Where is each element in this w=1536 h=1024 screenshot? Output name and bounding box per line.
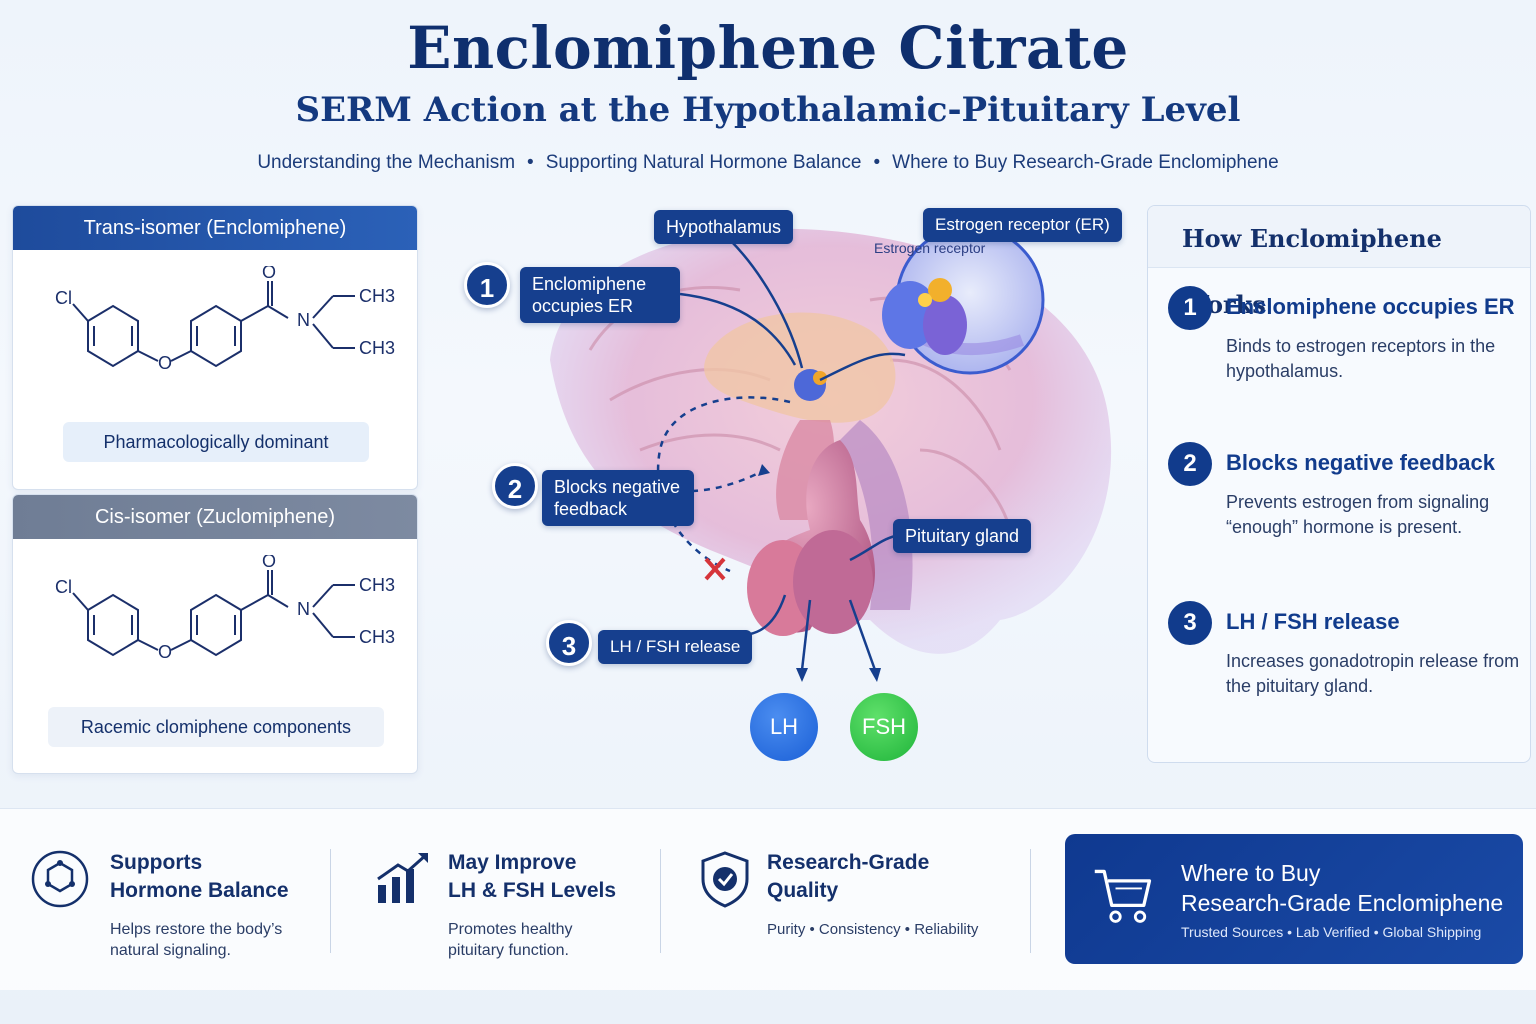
step-2-badge: 2 [492, 463, 538, 509]
feature-hormone-balance: Supports Hormone Balance Helps restore t… [31, 849, 300, 961]
feature-lh-fsh: May Improve LH & FSH Levels Promotes hea… [377, 849, 617, 961]
tagline-item: Where to Buy Research-Grade Enclomiphene [892, 152, 1279, 173]
feature-title: May Improve [448, 851, 577, 874]
step-description: Binds to estrogen receptors in the hypot… [1226, 336, 1496, 381]
step-number: 2 [1168, 442, 1212, 486]
feature-quality: Research-Grade Quality Purity • Consiste… [701, 849, 979, 940]
oxygen-label: O [158, 642, 172, 662]
feature-title: Supports [110, 851, 203, 874]
nitrogen-label: N [297, 599, 310, 619]
callout-step-2: Blocks negative feedback [542, 470, 694, 526]
brain-diagram: Estrogen receptor Hypothalamus Estrogen … [440, 190, 1140, 780]
buy-subtitle: Trusted Sources • Lab Verified • Global … [1181, 924, 1482, 940]
shopping-cart-icon [1094, 869, 1152, 923]
step-1-badge: 1 [464, 262, 510, 308]
tagline-item: Understanding the Mechanism [257, 152, 516, 173]
step-number: 1 [1168, 286, 1212, 330]
lh-hormone: LH [750, 693, 818, 761]
cis-isomer-title: Cis-isomer (Zuclomiphene) [13, 495, 417, 539]
step-title: Enclomiphene occupies ER [1226, 294, 1515, 319]
methyl-label: CH3 [359, 627, 395, 647]
cis-isomer-note: Racemic clomiphene components [48, 707, 384, 747]
step-title: Blocks negative feedback [1226, 450, 1496, 475]
buy-title-line: Research-Grade Enclomiphene [1181, 890, 1504, 916]
brain-illustration: Estrogen receptor [550, 225, 1112, 682]
chlorine-label: Cl [55, 288, 72, 308]
where-to-buy-button[interactable]: Where to Buy Research-Grade Enclomiphene… [1065, 834, 1523, 964]
divider [330, 849, 331, 953]
cis-isomer-card: Cis-isomer (Zuclomiphene) Cl O O N CH3 C… [12, 494, 418, 774]
step-description: Prevents estrogen from signaling “enough… [1226, 492, 1490, 537]
shield-check-icon [701, 851, 749, 908]
chlorine-label: Cl [55, 577, 72, 597]
page-subtitle: SERM Action at the Hypothalamic-Pituitar… [295, 90, 1241, 130]
callout-hypothalamus: Hypothalamus [654, 210, 794, 244]
trans-isomer-card: Trans-isomer (Enclomiphene) Cl O O N CH3… [12, 205, 418, 490]
feature-description: Promotes healthy pituitary function. [448, 921, 573, 959]
feature-title: Hormone Balance [110, 879, 289, 902]
feature-title: Quality [767, 879, 839, 902]
feature-title: LH & FSH Levels [448, 879, 617, 902]
inset-label: Estrogen receptor [874, 240, 986, 256]
methyl-label: CH3 [359, 575, 395, 595]
callout-pituitary: Pituitary gland [893, 519, 1032, 553]
trans-isomer-title: Trans-isomer (Enclomiphene) [13, 206, 417, 250]
feature-description: Purity • Consistency • Reliability [767, 921, 979, 938]
tagline: Understanding the Mechanism • Supporting N… [0, 152, 1536, 174]
feature-description: Helps restore the body’s natural signali… [110, 921, 283, 959]
callout-step-3: LH / FSH release [598, 630, 753, 664]
enclomiphene-structure: Cl O O N CH3 CH3 [55, 266, 395, 373]
carbonyl-oxygen-label: O [262, 266, 276, 282]
carbonyl-oxygen-label: O [262, 555, 276, 571]
oxygen-label: O [158, 353, 172, 373]
step-number: 3 [1168, 601, 1212, 645]
step-3-badge: 3 [546, 620, 592, 666]
callout-estrogen-receptor: Estrogen receptor (ER) [923, 208, 1122, 242]
fsh-hormone: FSH [850, 693, 918, 761]
step-title: LH / FSH release [1226, 609, 1400, 634]
tagline-separator: • [527, 152, 534, 173]
callout-step-1: Enclomiphene occupies ER [520, 267, 680, 323]
feature-title: Research-Grade [767, 851, 930, 874]
header: Enclomiphene Citrate SERM Action at the … [0, 14, 1536, 174]
how-it-works-title: How Enclomiphene Works [1148, 206, 1530, 319]
blocked-x-icon [704, 557, 726, 581]
page-title: Enclomiphene Citrate [407, 14, 1129, 82]
step-description: Increases gonadotropin release from the … [1226, 651, 1520, 696]
buy-title: Where to Buy Research-Grade Enclomiphene [1181, 858, 1503, 918]
divider [1030, 849, 1031, 953]
how-it-works-panel: How Enclomiphene Works 1 Enclomiphene oc… [1147, 205, 1531, 763]
nitrogen-label: N [297, 310, 310, 330]
tagline-item: Supporting Natural Hormone Balance [545, 152, 862, 173]
methyl-label: CH3 [359, 338, 395, 358]
tagline-separator: • [873, 152, 881, 173]
growth-chart-icon [377, 853, 428, 903]
zuclomiphene-structure: Cl O O N CH3 CH3 [55, 555, 395, 662]
buy-title-line: Where to Buy [1181, 860, 1321, 886]
molecule-icon [31, 850, 89, 908]
trans-isomer-note: Pharmacologically dominant [63, 422, 369, 462]
divider [660, 849, 661, 953]
methyl-label: CH3 [359, 286, 395, 306]
